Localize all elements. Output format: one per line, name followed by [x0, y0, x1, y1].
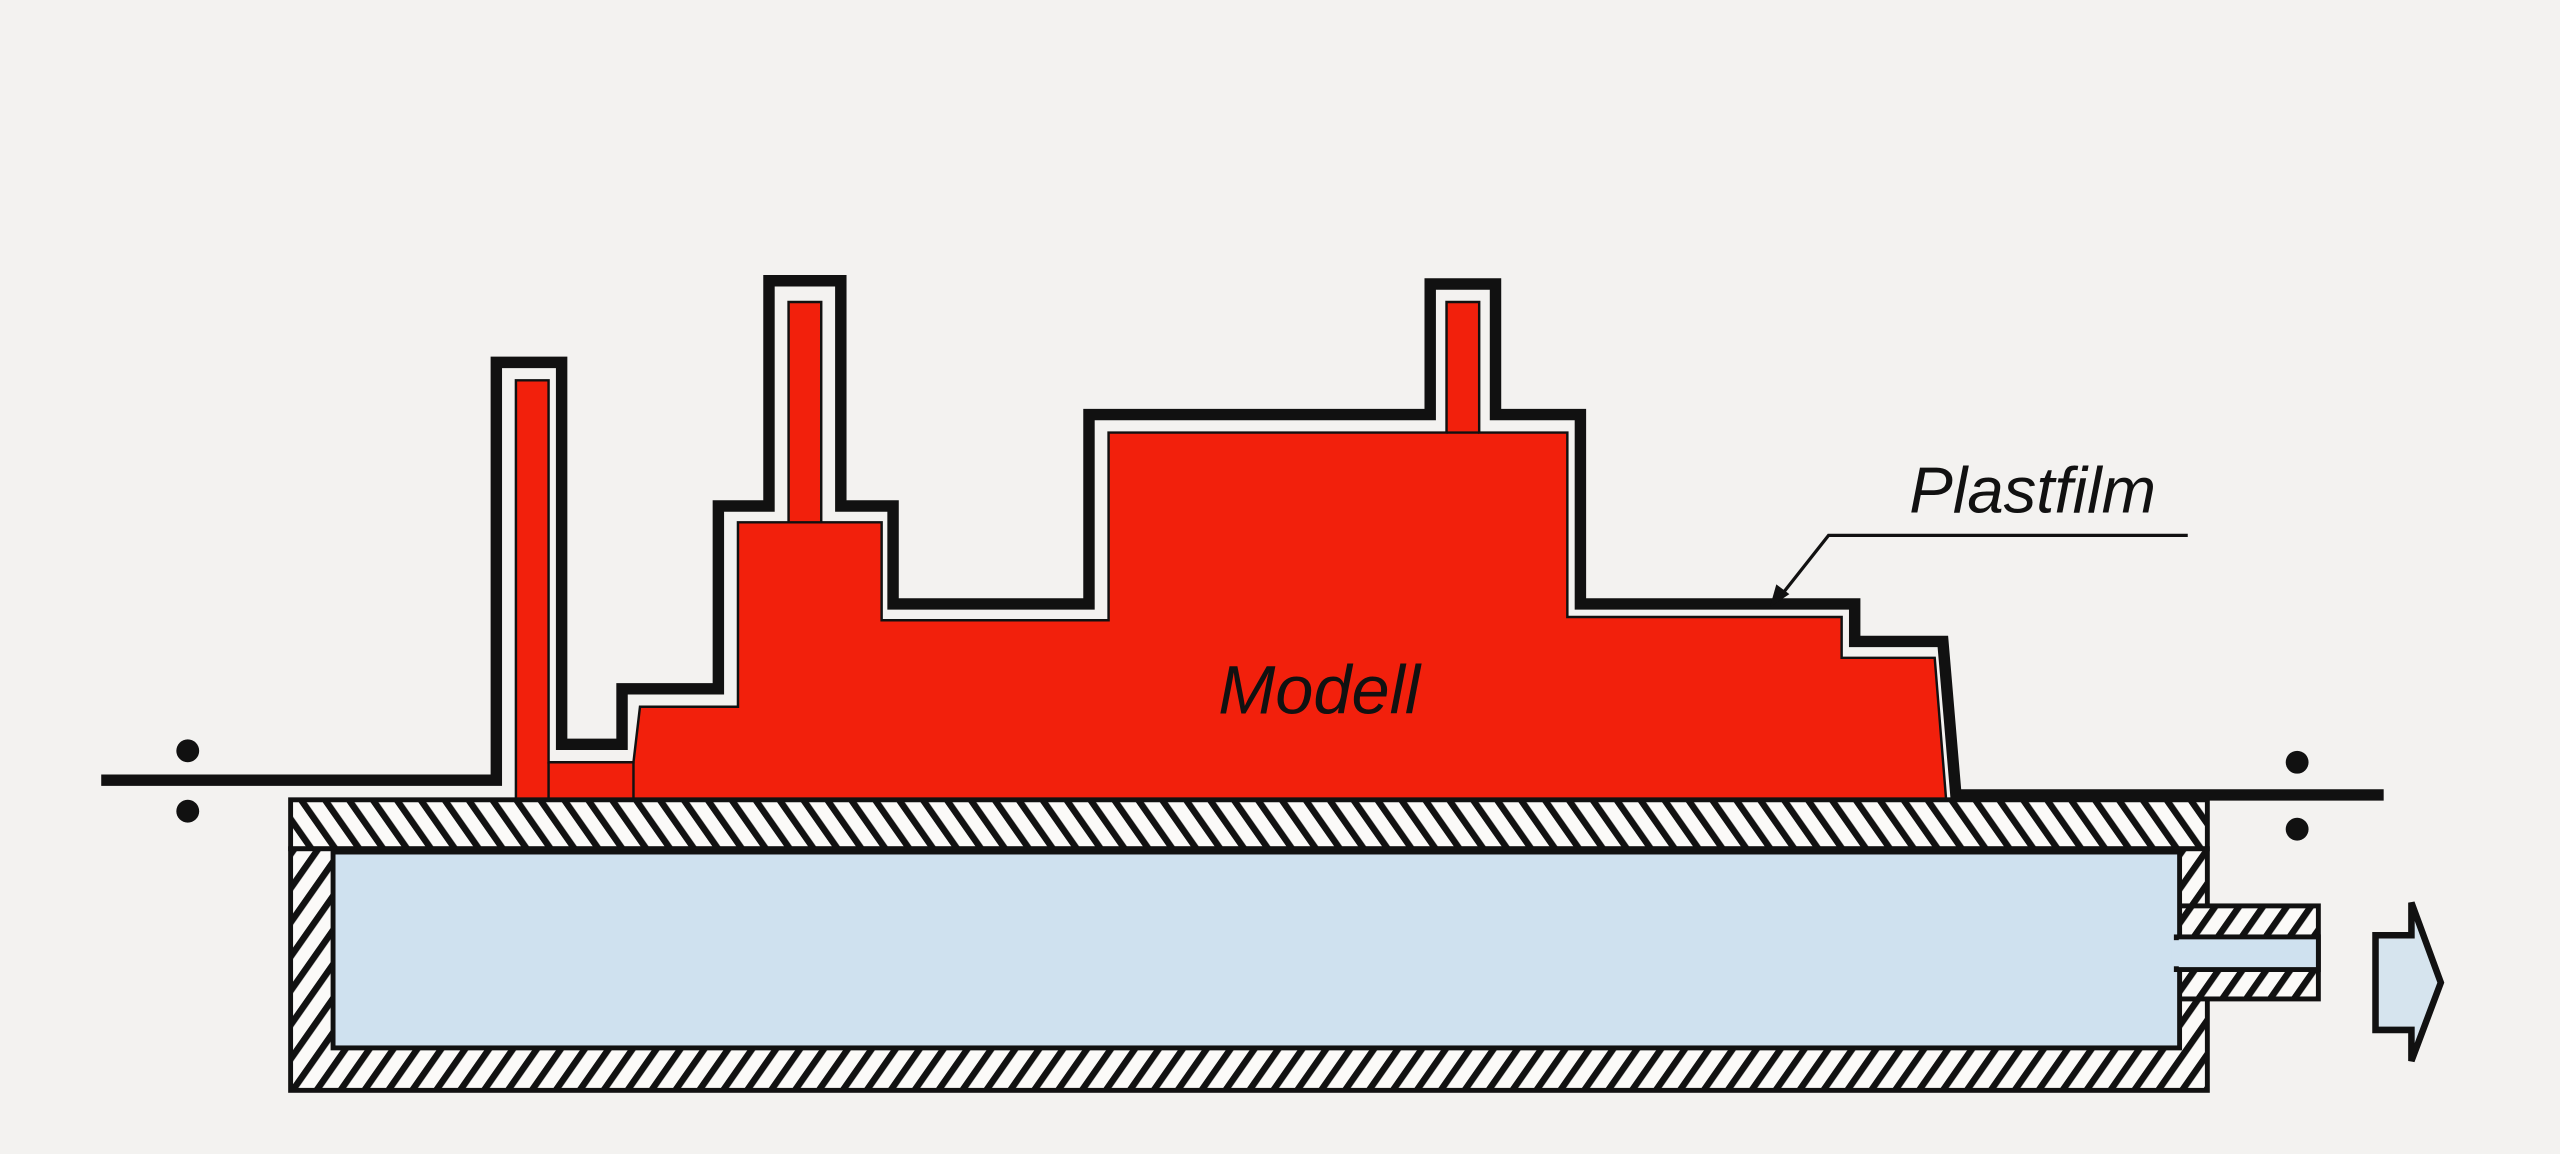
roller-right-bottom: [2285, 817, 2309, 841]
film-label: Plastfilm: [1909, 454, 2156, 527]
roller-right-top: [2285, 750, 2309, 774]
plastic-film: [101, 275, 2384, 801]
vacuum-table: [288, 797, 2321, 1093]
film-leader-arrowhead: [1769, 584, 1790, 608]
vacuum-chamber: [330, 849, 2183, 1051]
table-top-plate: [288, 797, 2210, 852]
model: [514, 300, 1948, 802]
film-leader-line: [1778, 533, 2188, 599]
model-label: Modell: [1218, 651, 1422, 728]
roller-left-bottom: [176, 799, 200, 823]
roller-left-top: [176, 739, 200, 763]
suction-arrow-icon: [2372, 901, 2445, 1063]
outlet-channel: [2173, 934, 2321, 973]
outlet-channel-mask: [2171, 940, 2185, 967]
